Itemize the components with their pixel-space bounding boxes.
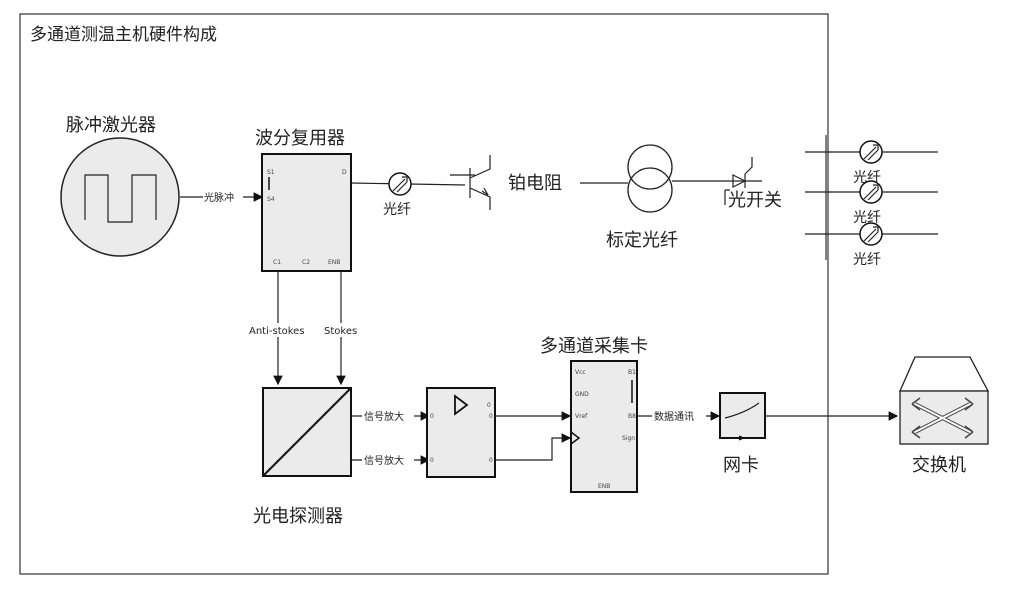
svg-text:Sign: Sign (622, 435, 635, 442)
wdm-label: 波分复用器 (255, 128, 345, 149)
output-fiber-3: 光纤 (805, 222, 938, 268)
svg-text:S1: S1 (267, 169, 275, 176)
svg-text:0: 0 (430, 413, 434, 420)
signal-amp-label-1: 信号放大 (364, 410, 404, 423)
svg-text:0: 0 (489, 457, 493, 464)
network-card-block (719, 392, 766, 441)
laser-label: 脉冲激光器 (66, 115, 156, 136)
light-pulse-label: 光脉冲 (204, 191, 234, 204)
output-fiber-1: 光纤 (805, 140, 938, 186)
daq-label: 多通道采集卡 (540, 336, 648, 357)
host-frame (19, 13, 829, 575)
amplifier-block: 0 0 0 0 0 (426, 387, 496, 478)
amplifier-icon (454, 394, 469, 416)
svg-text:D: D (342, 169, 347, 176)
svg-text:Vcc: Vcc (575, 369, 586, 376)
svg-text:B1: B1 (628, 369, 636, 376)
transistor-icon (450, 155, 491, 210)
svg-text:光纤: 光纤 (853, 210, 881, 226)
signal-amp-label-2: 信号放大 (364, 454, 404, 467)
svg-text:S4: S4 (267, 196, 275, 203)
optical-switch-label: 光开关 (728, 190, 782, 211)
fiber-icon (388, 172, 412, 196)
diagram-title: 多通道测温主机硬件构成 (30, 25, 217, 45)
fiber-label: 光纤 (383, 202, 411, 218)
pulse-laser (60, 137, 180, 257)
network-card-label: 网卡 (723, 455, 759, 476)
optical-switch-icon (724, 157, 753, 205)
photodetector-label: 光电探测器 (253, 506, 343, 527)
platinum-resistor-label: 铂电阻 (508, 173, 562, 194)
svg-text:B8: B8 (628, 413, 636, 420)
svg-text:ENB: ENB (598, 483, 610, 490)
svg-text:Vref: Vref (575, 413, 588, 420)
data-comm-label: 数据通讯 (654, 410, 694, 423)
square-wave-icon (84, 174, 157, 223)
svg-text:C2: C2 (302, 259, 310, 266)
svg-text:GND: GND (575, 391, 589, 398)
output-fiber-2: 光纤 (805, 180, 938, 226)
svg-text:0: 0 (489, 413, 493, 420)
svg-text:ENB: ENB (328, 259, 340, 266)
svg-text:光纤: 光纤 (853, 252, 881, 268)
calibration-fiber-label: 标定光纤 (606, 230, 678, 251)
daq-card-block: Vcc GND Vref B1 B8 Sign ENB (570, 360, 638, 493)
anti-stokes-label: Anti-stokes (249, 326, 305, 337)
switch-label: 交换机 (912, 455, 966, 476)
network-switch-icon (899, 356, 990, 445)
svg-text:C1: C1 (273, 259, 281, 266)
calibration-fiber-icon (627, 144, 673, 213)
svg-text:0: 0 (487, 402, 491, 409)
stokes-label: Stokes (324, 326, 357, 337)
wdm-block: S1 S4 D C1 C2 ENB (261, 153, 352, 272)
photodetector-block (262, 387, 352, 477)
svg-text:0: 0 (430, 457, 434, 464)
